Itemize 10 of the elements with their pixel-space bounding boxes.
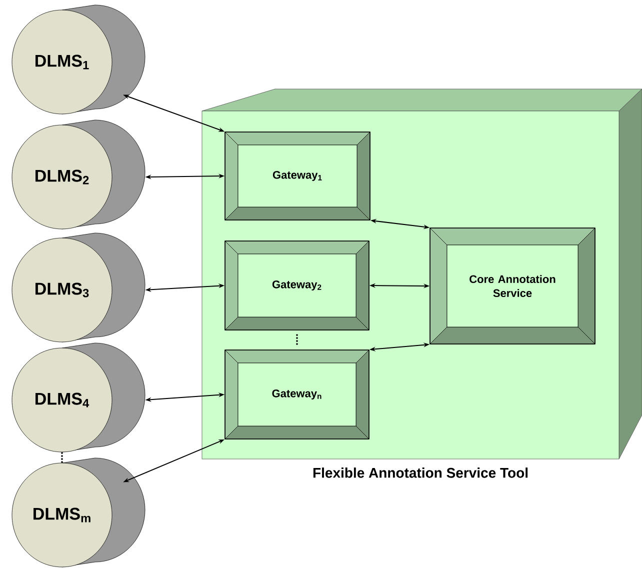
gateway-box: Gateway$_{1}$ <box>224 132 370 220</box>
gateway-box: Gateway$_{n}$ <box>224 350 370 440</box>
database-cylinder: DLMS$_{2}$ <box>12 120 146 230</box>
database-cylinder: DLMS$_{3}$ <box>12 232 146 342</box>
database-cylinder: DLMS$_{m}$ <box>12 458 146 568</box>
service-box: Core Annotation Service <box>430 228 596 344</box>
database-cylinder: DLMS$_{1}$ <box>12 4 146 114</box>
node-label: Flexible Annotation Service Tool <box>313 468 528 478</box>
gateway-box: Gateway$_{2}$ <box>224 240 370 330</box>
database-cylinder: DLMS$_{4}$ <box>12 342 146 452</box>
